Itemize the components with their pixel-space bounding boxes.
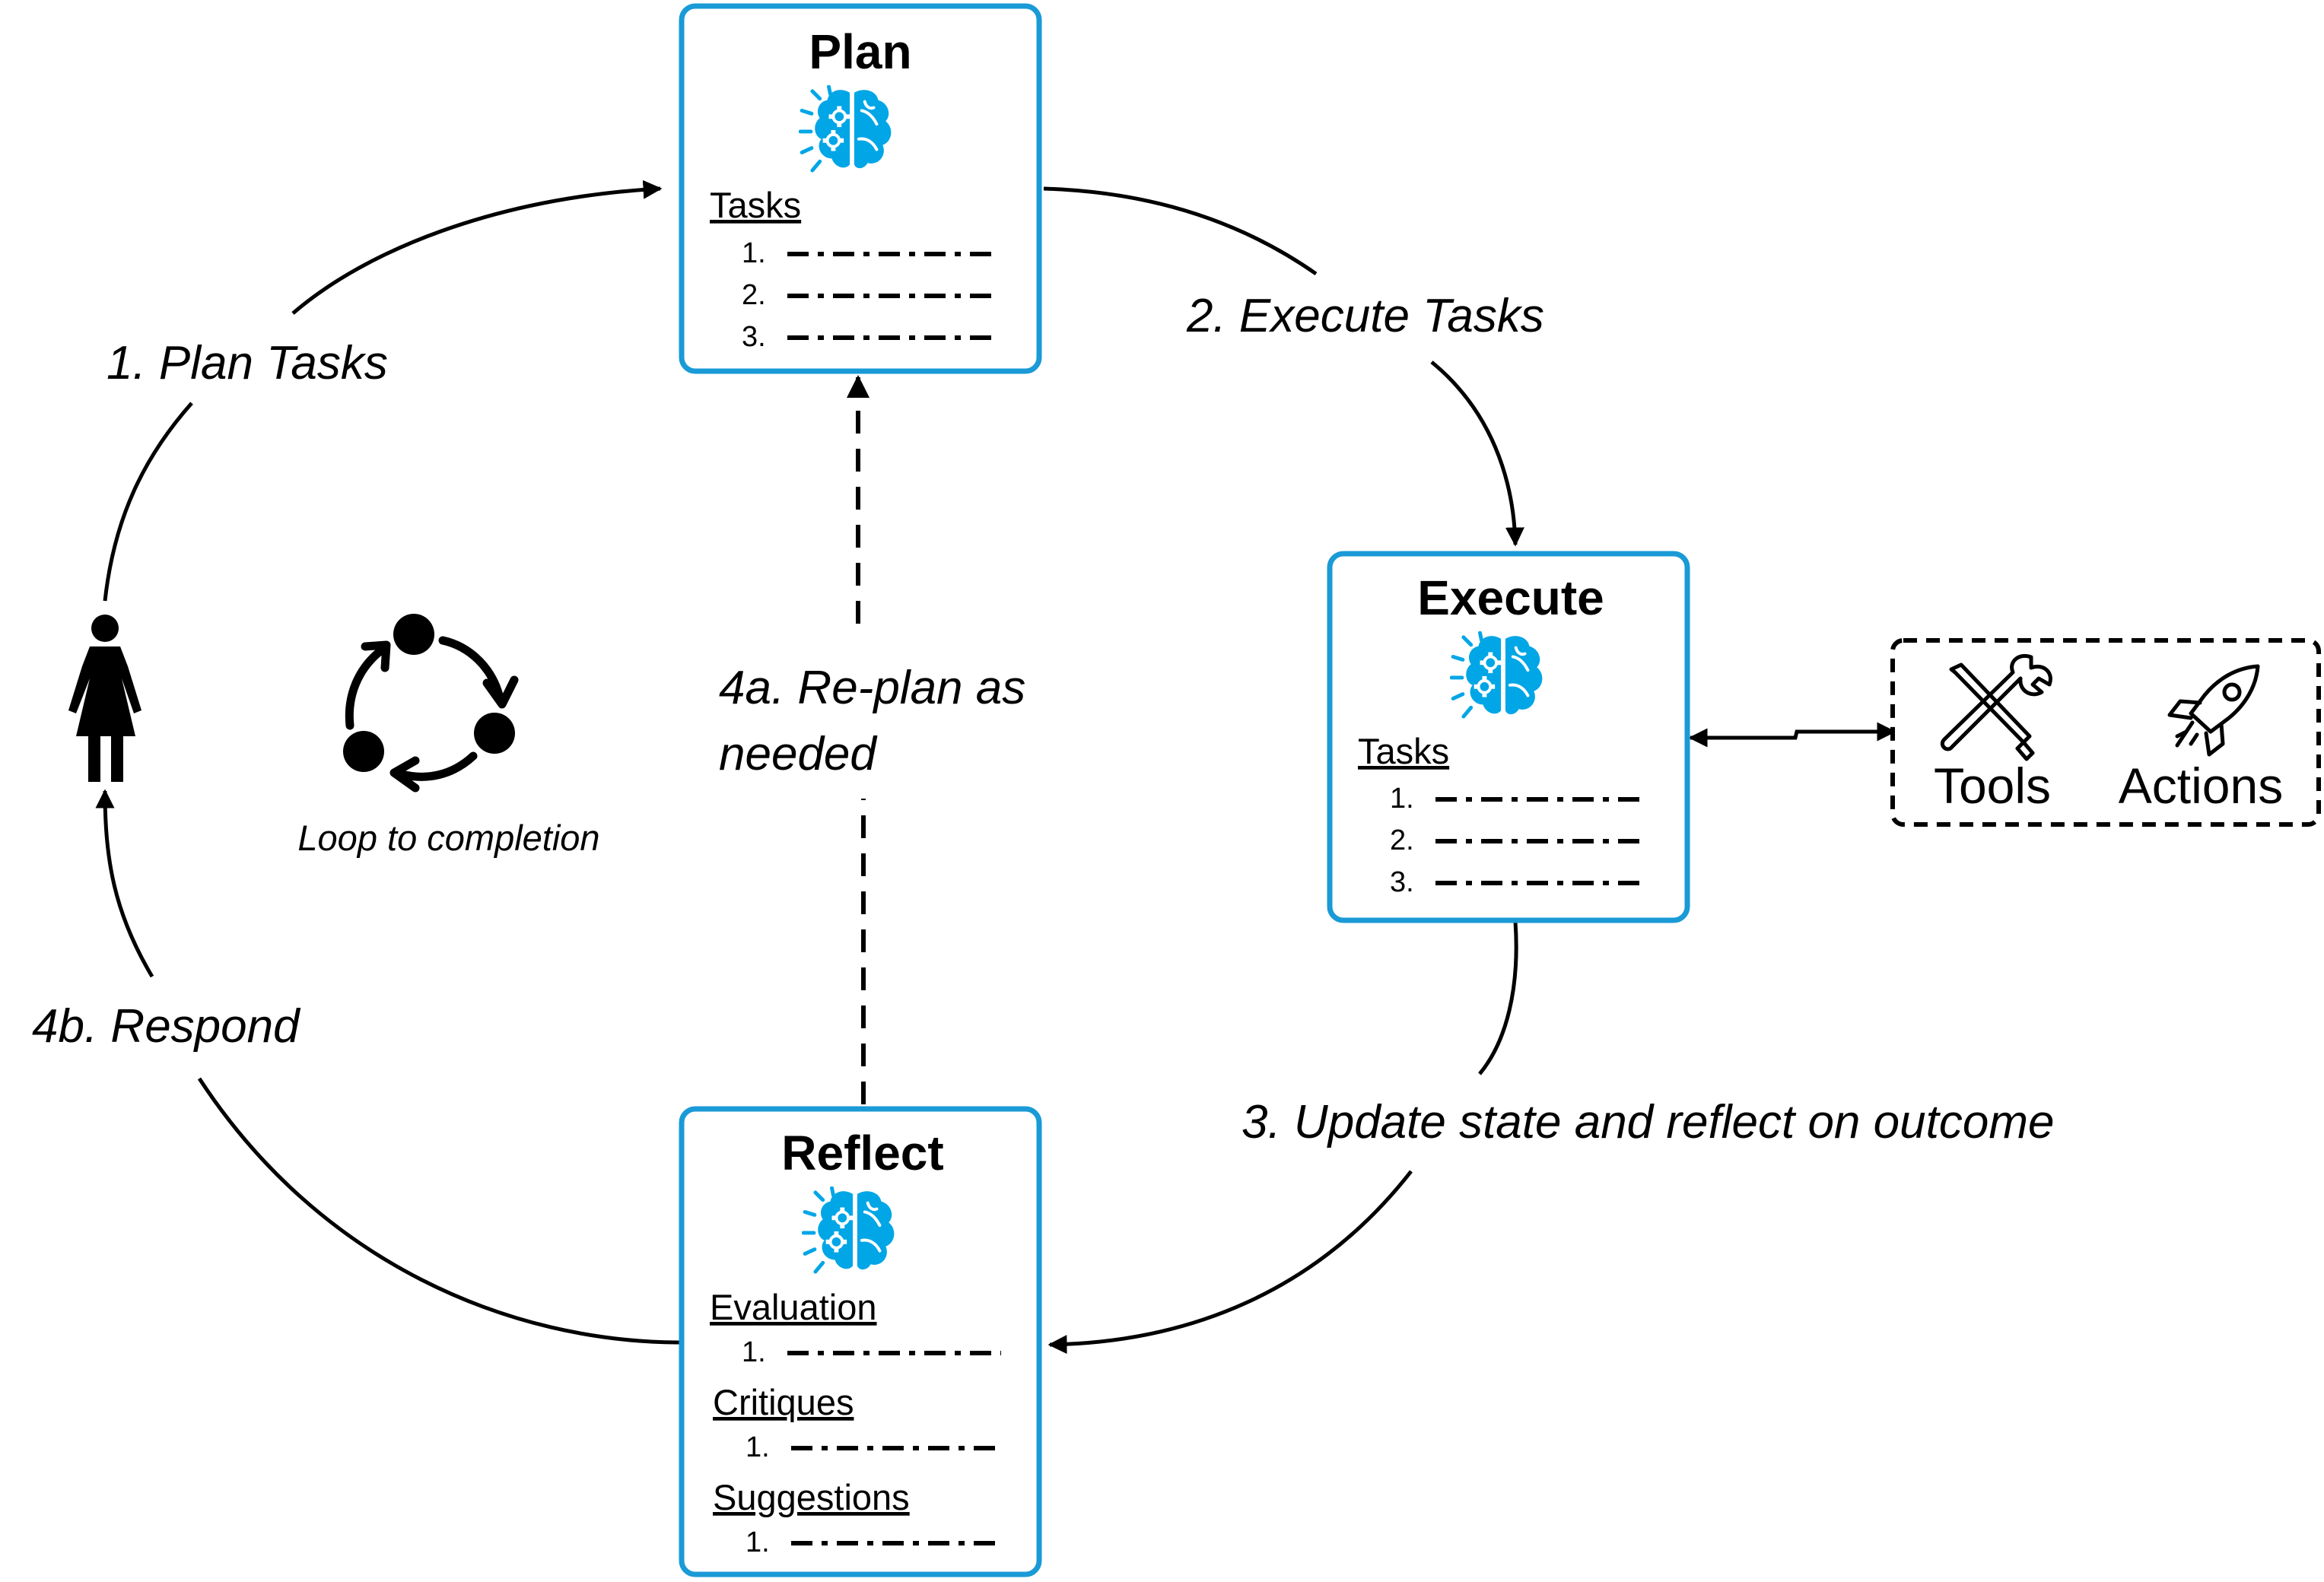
reflect-suggestions-label: Suggestions <box>713 1477 910 1517</box>
person-icon <box>68 615 141 782</box>
execute-item-2: 2. <box>1390 824 1414 856</box>
reflect-critiques-label: Critiques <box>713 1382 854 1422</box>
execute-title: Execute <box>1417 570 1604 625</box>
edge-plan-tasks-upper <box>291 179 663 315</box>
plan-item-2: 2. <box>742 279 766 311</box>
reflect-critiques-item-1: 1. <box>746 1431 770 1463</box>
plan-tasks-label: Tasks <box>710 185 801 225</box>
edge-update-lower <box>1048 1170 1413 1355</box>
tools-actions-box: Tools Actions <box>1890 638 2321 827</box>
execute-tasks-label-edge: 2. Execute Tasks <box>1186 290 1544 342</box>
edge-execute-tools <box>1688 722 1896 748</box>
edge-update-upper <box>1478 921 1518 1075</box>
reflect-title: Reflect <box>781 1126 943 1180</box>
loop-label: Loop to completion <box>297 818 599 858</box>
actions-label: Actions <box>2119 758 2283 814</box>
plan-item-1: 1. <box>742 237 766 269</box>
tools-icon <box>1940 654 2052 761</box>
replan-label-line2: needed <box>719 728 878 780</box>
execute-item-3: 3. <box>1390 866 1414 898</box>
execute-tasks-label: Tasks <box>1358 731 1449 771</box>
plan-tasks-label-edge: 1. Plan Tasks <box>107 337 388 389</box>
replan-label-line1: 4a. Re-plan as <box>719 662 1025 714</box>
tools-label: Tools <box>1934 758 2051 814</box>
execute-box: Execute Tasks 1. 2. 3. <box>1327 551 1690 923</box>
edge-execute-tasks-upper <box>1043 186 1318 276</box>
rocket-icon <box>2167 664 2260 757</box>
edge-execute-tasks-lower <box>1430 361 1524 547</box>
plan-item-3: 3. <box>742 321 766 353</box>
edge-plan-tasks-lower <box>103 402 193 602</box>
reflect-box: Reflect Evaluation 1. Critiques 1. Sugge… <box>679 1106 1042 1577</box>
reflect-suggestions-item-1: 1. <box>746 1526 770 1558</box>
respond-label-edge: 4b. Respond <box>32 1000 301 1053</box>
plan-box: Plan Tasks 1. 2. 3. <box>679 3 1042 374</box>
edge-respond-upper <box>95 789 154 978</box>
plan-title: Plan <box>809 24 911 79</box>
reflect-evaluation-item-1: 1. <box>742 1336 766 1368</box>
execute-item-1: 1. <box>1390 783 1414 815</box>
edge-respond-lower <box>197 1077 682 1345</box>
reflect-evaluation-label: Evaluation <box>710 1287 877 1327</box>
update-reflect-label-edge: 3. Update state and reflect on outcome <box>1241 1096 2054 1148</box>
cycle-icon <box>343 614 519 793</box>
